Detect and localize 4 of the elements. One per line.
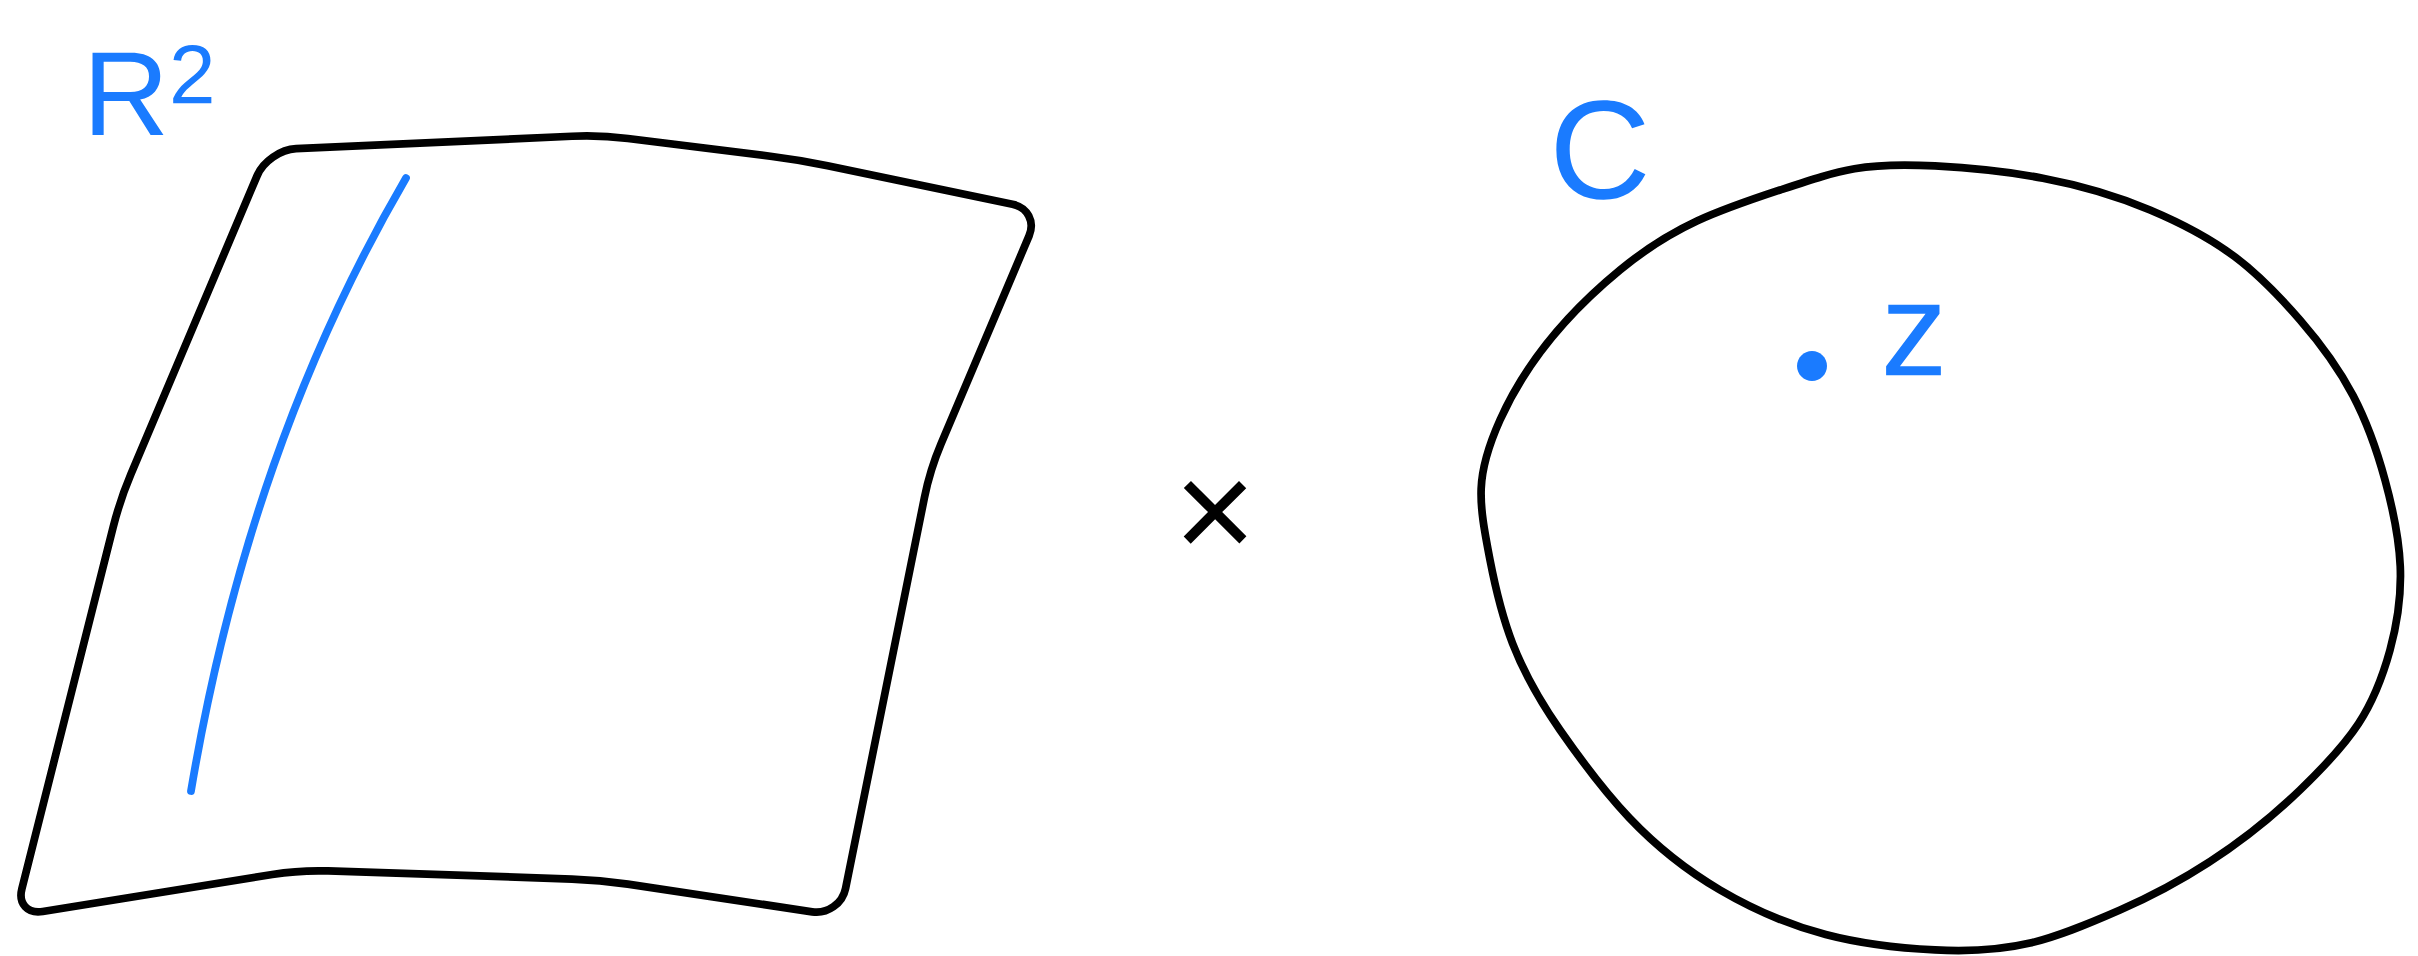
times-sign: × — [1183, 480, 1247, 544]
node-label: R$^{2}$ — [92, 44, 212, 136]
node-label: z — [1886, 304, 1941, 376]
labeled-point: z — [1797, 304, 1941, 381]
